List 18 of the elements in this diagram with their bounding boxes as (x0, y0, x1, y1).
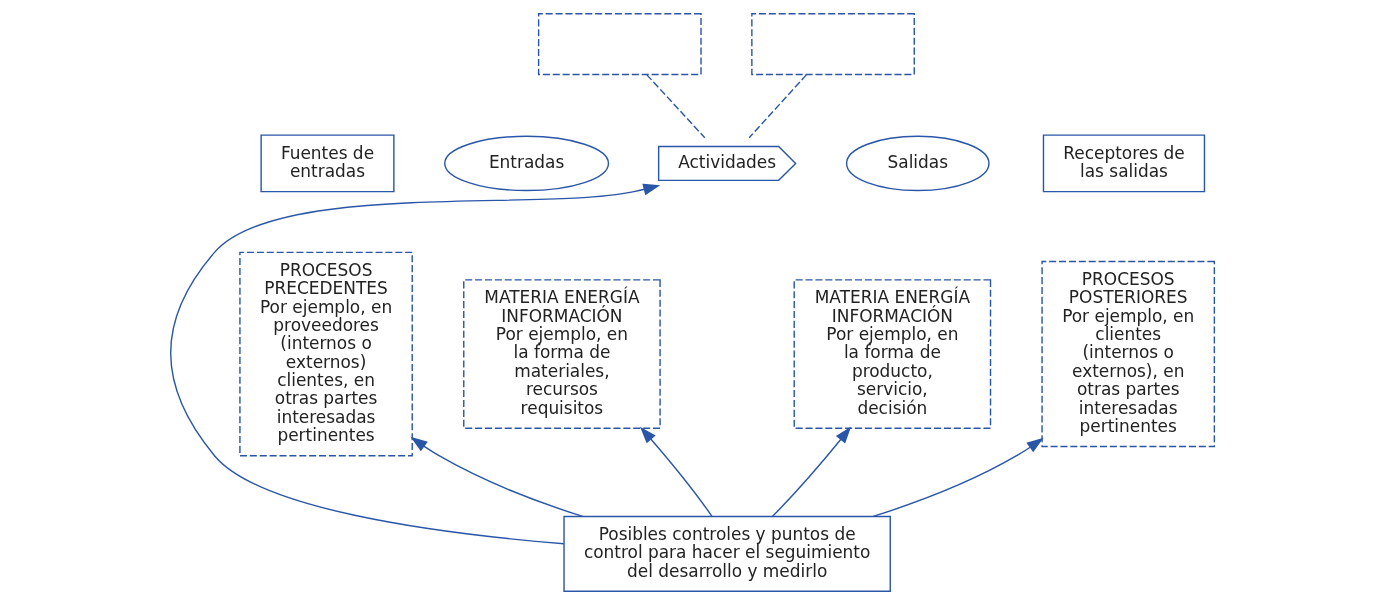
arrow (872, 437, 1044, 518)
node-ellipse: Entradas (444, 135, 610, 192)
node-box: Receptores de las salidas (1042, 134, 1206, 193)
node-box: MATERIA ENERGÍA INFORMACIÓN Por ejemplo, en la forma de materiales, recursos requisitos (463, 279, 661, 429)
connector (646, 74, 706, 139)
arrow (771, 426, 852, 518)
arrow (410, 436, 584, 518)
node-box: Fuentes de entradas (260, 134, 395, 193)
node-ellipse: Salidas (845, 135, 990, 192)
arrow (640, 426, 713, 518)
node-box: PROCESOS POSTERIORES Por ejemplo, en clientes (internos o externos), en otras partes interesadas pertinentes (1041, 260, 1216, 448)
node-box: PROCESOS PRECEDENTES Por ejemplo, en proveedores (internos o externos) clientes, en otras partes interesadas pertinentes (239, 251, 413, 457)
node-box: Posibles controles y puntos de control para hacer el seguimiento del desarrollo y medirlo (563, 515, 891, 592)
node-box (751, 13, 915, 76)
node-box (537, 13, 702, 76)
arrow (170, 183, 661, 545)
connector (748, 74, 808, 139)
node-box: MATERIA ENERGÍA INFORMACIÓN Por ejemplo, en la forma de producto, servicio, decisión (793, 279, 992, 429)
